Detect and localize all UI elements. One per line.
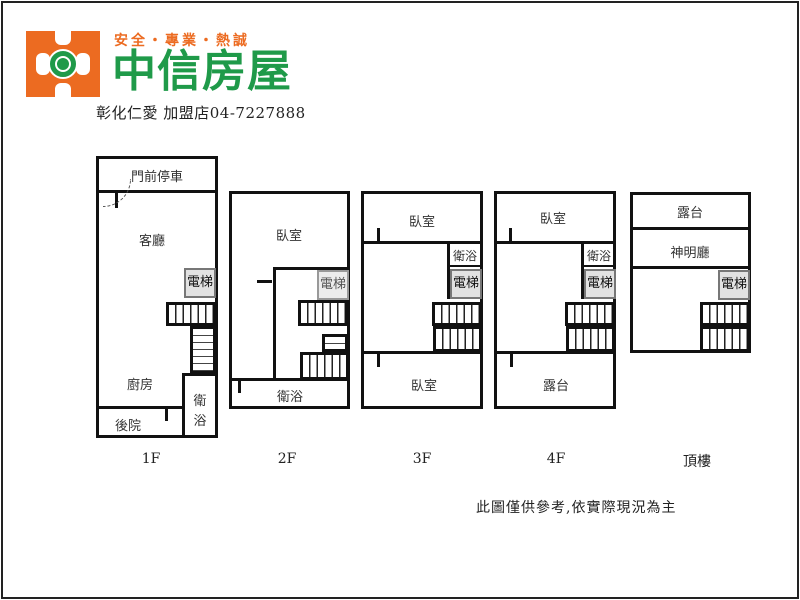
stairs-icon <box>166 302 216 326</box>
room-bathroom: 衛浴 <box>452 249 478 263</box>
room-parking: 門前停車 <box>130 170 184 185</box>
floor-label-rooftop: 頂樓 <box>683 454 711 470</box>
stairs-icon <box>190 326 216 374</box>
door-icon <box>257 280 273 296</box>
room-bedroom-front: 臥室 <box>408 215 436 230</box>
floor-label-3f: 3F <box>412 451 432 467</box>
stairs-icon <box>322 334 348 352</box>
slogan: 安全・專業・熱誠 <box>114 33 250 49</box>
door-icon <box>165 409 181 425</box>
room-terrace: 露台 <box>676 206 704 221</box>
elevator: 電梯 <box>184 268 216 298</box>
floor-label-4f: 4F <box>546 451 566 467</box>
stairs-icon <box>700 326 750 352</box>
room-bedroom: 臥室 <box>275 229 303 244</box>
branch-info: 彰化仁愛 加盟店04-7227888 <box>96 104 306 122</box>
stairs-icon <box>433 326 482 352</box>
globe-icon <box>48 49 78 79</box>
room-bath-1: 衛 <box>193 394 207 409</box>
elevator: 電梯 <box>584 269 616 299</box>
room-bathroom: 衛浴 <box>586 249 612 263</box>
door-icon <box>103 179 131 209</box>
floor-label-2f: 2F <box>277 451 297 467</box>
room-bedroom: 臥室 <box>539 212 567 227</box>
stairs-icon <box>432 302 482 326</box>
elevator: 電梯 <box>317 270 349 300</box>
stairs-icon <box>300 352 349 380</box>
floor-label-1f: 1F <box>141 451 161 467</box>
stairs-icon <box>700 302 750 326</box>
door-icon <box>238 381 254 397</box>
room-shrine: 神明廳 <box>670 246 710 261</box>
door-icon <box>510 354 526 370</box>
brand-logo-icon <box>26 31 100 97</box>
room-bedroom-rear: 臥室 <box>410 379 438 394</box>
elevator: 電梯 <box>450 269 482 299</box>
room-backyard: 後院 <box>114 419 142 434</box>
room-living: 客廳 <box>138 234 166 249</box>
stairs-icon <box>565 302 615 326</box>
room-kitchen: 廚房 <box>126 378 154 393</box>
elevator: 電梯 <box>718 270 750 300</box>
room-bathroom: 衛浴 <box>276 390 304 405</box>
stairs-icon <box>566 326 615 352</box>
room-terrace: 露台 <box>542 379 570 394</box>
door-icon <box>509 228 525 244</box>
room-bath-2: 浴 <box>193 414 207 429</box>
stairs-icon <box>298 300 348 326</box>
disclaimer: 此圖僅供參考,依實際現況為主 <box>476 500 677 516</box>
door-icon <box>377 228 393 244</box>
brand-name: 中信房屋 <box>112 46 292 97</box>
door-icon <box>377 354 393 370</box>
